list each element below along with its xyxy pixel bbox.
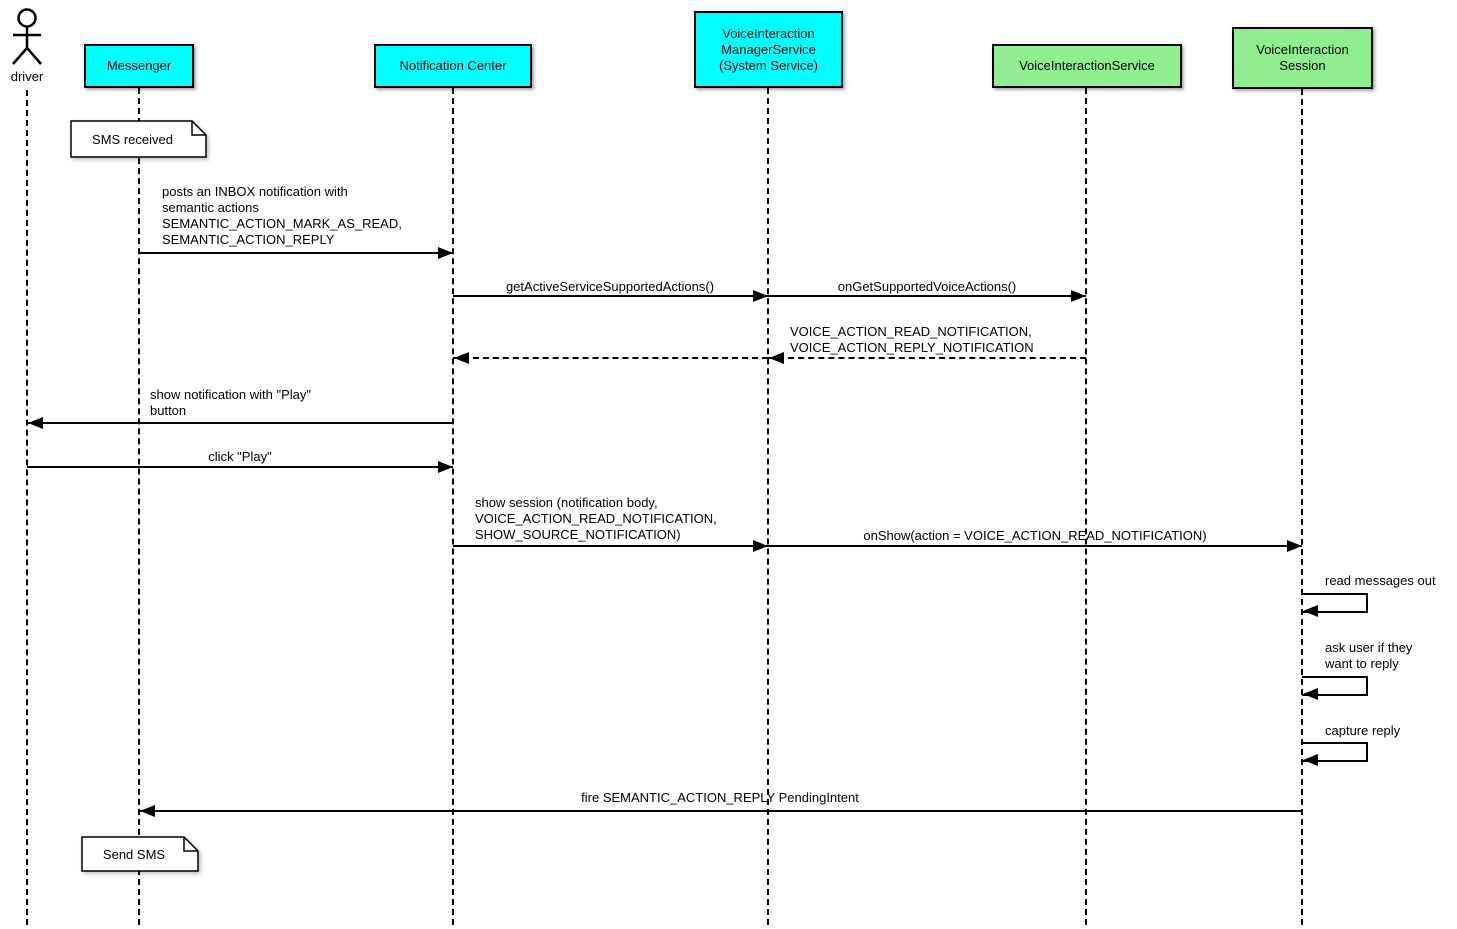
message-line-show-session	[453, 545, 768, 547]
self-message-loop	[1302, 593, 1368, 613]
note-send-sms: Send SMS	[81, 836, 199, 872]
message-line-show-notification-play	[27, 422, 453, 424]
message-line-on-get-supported-voice-actions	[768, 295, 1086, 297]
arrowhead-right-icon	[438, 247, 453, 259]
message-label-click-play: click "Play"	[208, 449, 272, 464]
return-line-service-to-managerservice	[768, 357, 1086, 359]
lifeline-voiceinteraction-managerservice	[767, 88, 769, 925]
participant-messenger: Messenger	[84, 44, 194, 88]
note-sms-received-text: SMS received	[92, 131, 173, 147]
message-line-posts-inbox-notification	[139, 252, 453, 254]
arrowhead-left-icon	[454, 352, 469, 364]
lifeline-messenger	[138, 88, 140, 925]
message-label-fire-semantic-action-reply: fire SEMANTIC_ACTION_REPLY PendingIntent	[581, 790, 859, 805]
arrowhead-right-icon	[1071, 290, 1086, 302]
message-label-voice-action-return: VOICE_ACTION_READ_NOTIFICATION, VOICE_AC…	[790, 324, 1034, 355]
arrowhead-left-icon	[28, 417, 43, 429]
arrowhead-right-icon	[1287, 540, 1302, 552]
participant-voiceinteraction-managerservice: VoiceInteraction ManagerService (System …	[694, 11, 843, 88]
actor-label: driver	[10, 69, 44, 84]
message-label-get-active-service-supported-actions: getActiveServiceSupportedActions()	[505, 279, 715, 294]
arrowhead-right-icon	[753, 540, 768, 552]
self-message-loop	[1302, 742, 1368, 762]
message-line-click-play	[27, 466, 453, 468]
arrowhead-left-icon	[769, 352, 784, 364]
message-line-on-show	[768, 545, 1302, 547]
participant-voiceinteractionservice: VoiceInteractionService	[992, 44, 1182, 88]
message-label-show-session: show session (notification body, VOICE_A…	[475, 495, 717, 542]
arrowhead-right-icon	[753, 290, 768, 302]
self-message-label-ask-user-reply: ask user if they want to reply	[1325, 640, 1413, 671]
return-line-managerservice-to-notification-center	[453, 357, 768, 359]
actor-figure-icon	[12, 8, 42, 65]
arrowhead-left-icon	[1303, 605, 1318, 617]
participant-voiceinteraction-session: VoiceInteraction Session	[1232, 27, 1373, 89]
note-sms-received: SMS received	[70, 120, 207, 158]
arrowhead-left-icon	[140, 805, 155, 817]
lifeline-voiceinteraction-session	[1301, 89, 1303, 925]
message-label-show-notification-play: show notification with "Play" button	[150, 387, 311, 418]
arrowhead-left-icon	[1303, 754, 1318, 766]
participant-notification-center: Notification Center	[374, 44, 532, 88]
lifeline-driver	[26, 90, 28, 925]
self-message-label-read-messages-out: read messages out	[1325, 573, 1436, 588]
message-label-on-show: onShow(action = VOICE_ACTION_READ_NOTIFI…	[863, 528, 1207, 543]
message-label-posts-inbox-notification: posts an INBOX notification with semanti…	[162, 184, 402, 247]
self-message-loop	[1302, 676, 1368, 696]
note-send-sms-text: Send SMS	[102, 846, 166, 862]
lifeline-notification-center	[452, 88, 454, 925]
lifeline-voiceinteractionservice	[1085, 88, 1087, 925]
arrowhead-left-icon	[1303, 688, 1318, 700]
arrowhead-right-icon	[438, 461, 453, 473]
message-label-on-get-supported-voice-actions: onGetSupportedVoiceActions()	[837, 279, 1017, 294]
message-line-fire-semantic-action-reply	[139, 810, 1302, 812]
message-line-get-active-service-supported-actions	[453, 295, 768, 297]
self-message-label-capture-reply: capture reply	[1325, 723, 1401, 738]
